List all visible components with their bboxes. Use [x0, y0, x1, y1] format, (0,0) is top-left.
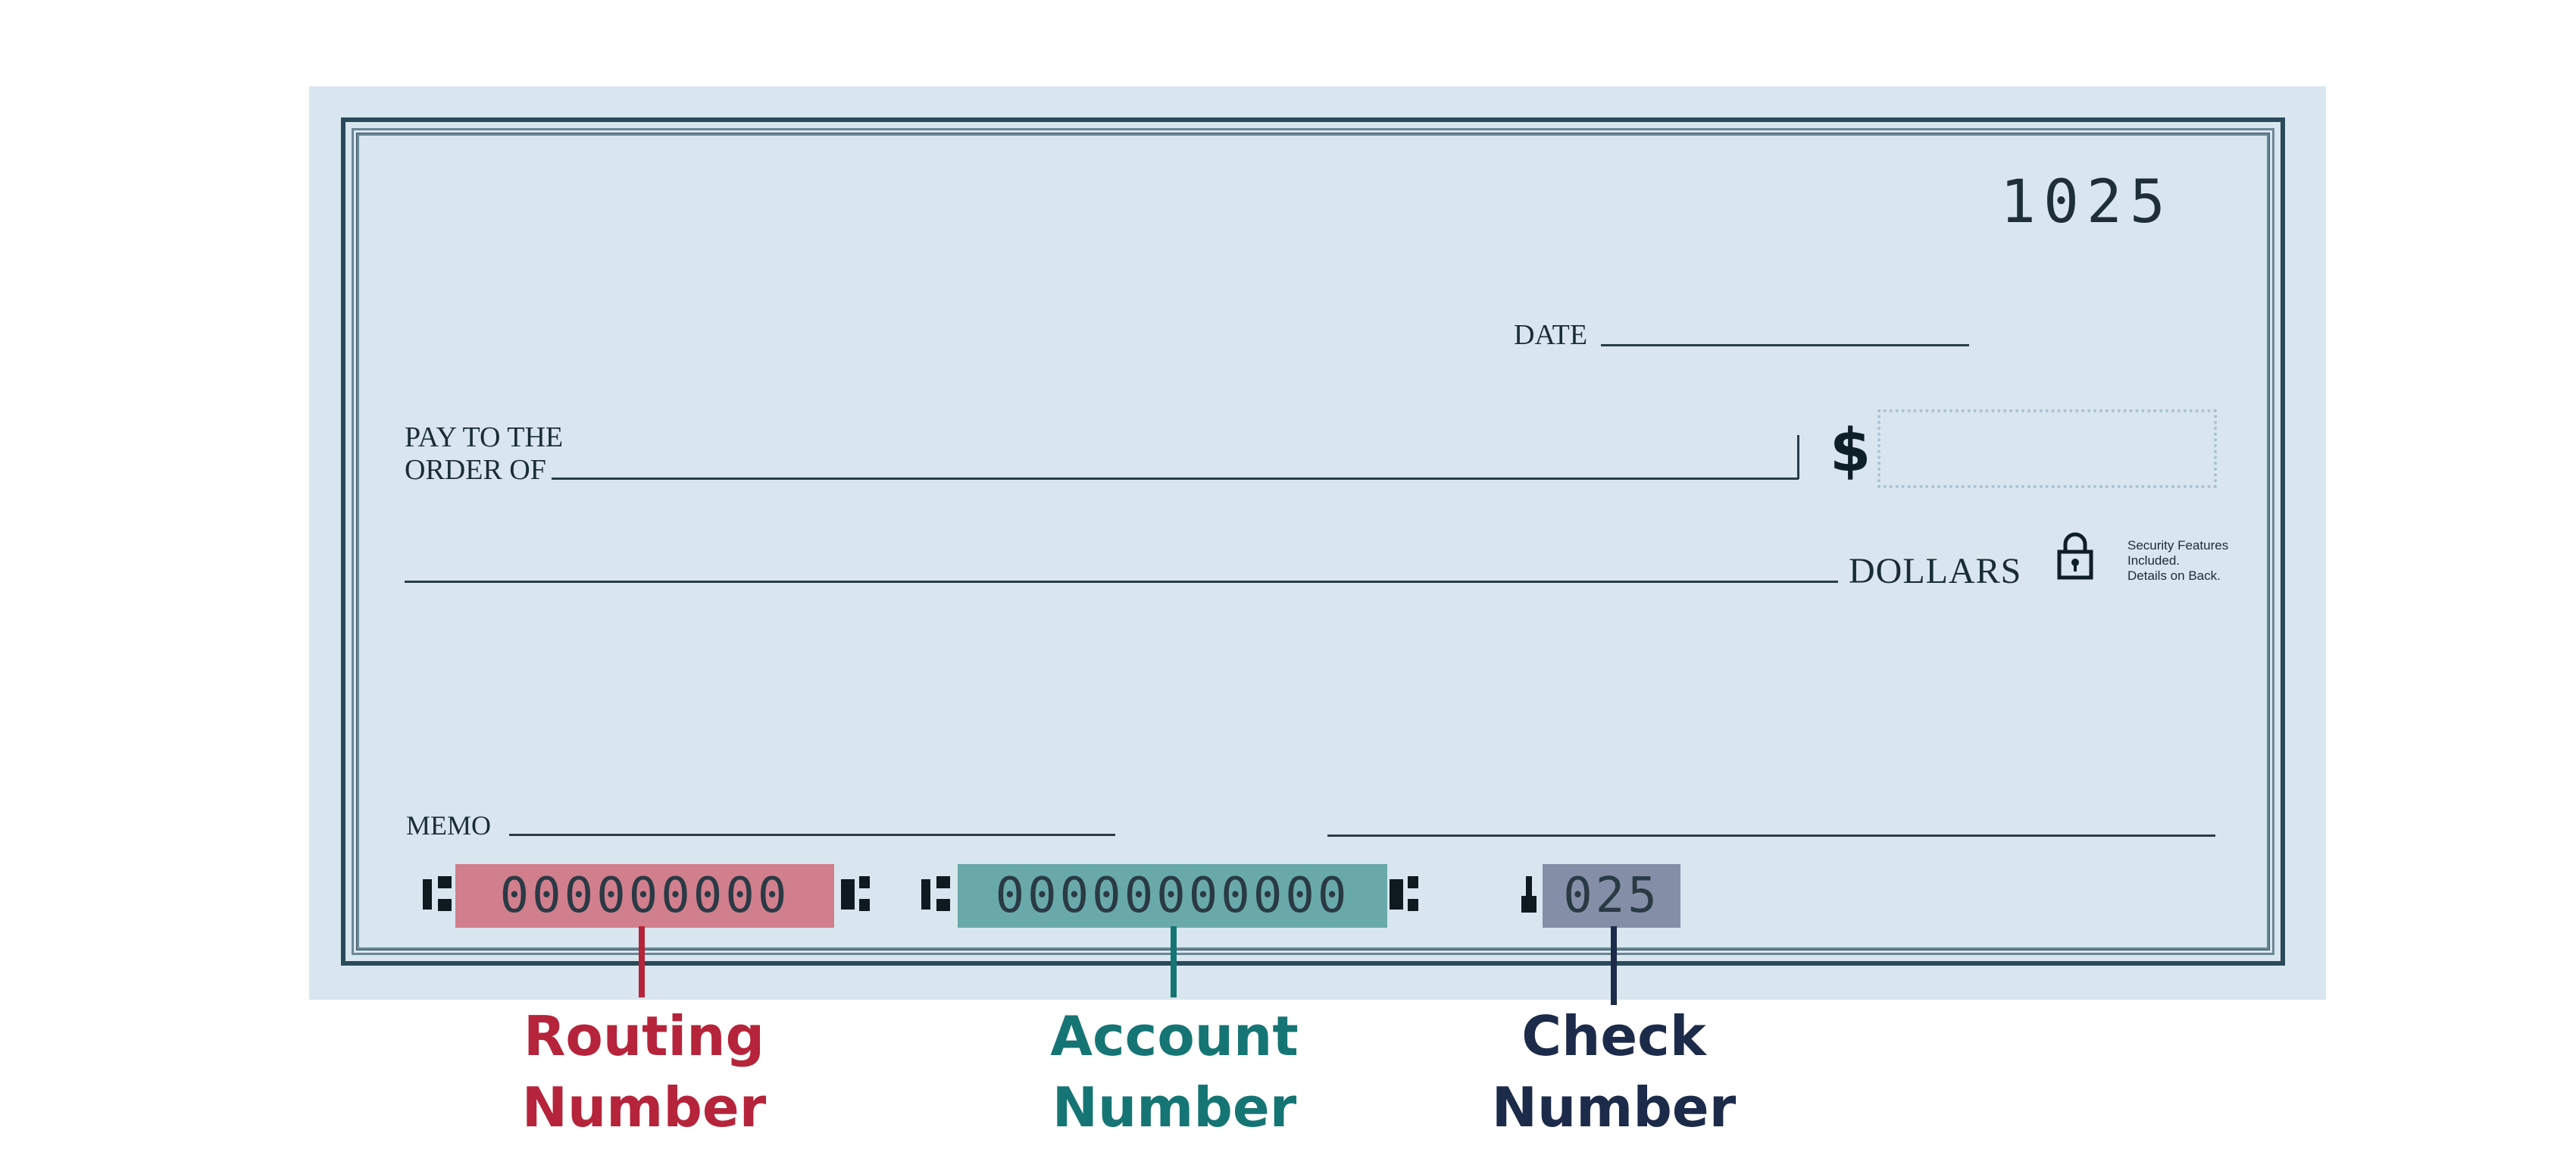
pay-to-line-2: ORDER OF	[405, 454, 546, 486]
check-number-highlight: 025	[1543, 864, 1680, 928]
check-number-callout: Check Number	[1440, 1000, 1788, 1143]
account-pointer	[1171, 926, 1177, 997]
security-features-text: Security Features Included. Details on B…	[2127, 538, 2271, 584]
routing-pointer	[639, 926, 645, 997]
on-us-symbol-left	[921, 876, 950, 911]
date-label: DATE	[1514, 319, 1588, 351]
account-callout-line-1: Account	[1050, 1004, 1299, 1068]
on-us-symbol-right	[1390, 876, 1418, 911]
routing-number-callout: Routing Number	[470, 1000, 818, 1143]
memo-label: MEMO	[406, 810, 492, 841]
signature-line	[1327, 835, 2215, 837]
routing-callout-line-2: Number	[521, 1076, 767, 1139]
account-number-callout: Account Number	[1000, 1000, 1349, 1143]
check-number-prefix-symbol	[1521, 876, 1537, 913]
date-line	[1601, 344, 1969, 346]
check-number: 1025	[2000, 168, 2173, 236]
check-callout-line-1: Check	[1521, 1004, 1706, 1068]
check-border	[341, 117, 2285, 966]
account-callout-line-2: Number	[1052, 1076, 1297, 1139]
routing-callout-line-1: Routing	[523, 1004, 765, 1068]
payee-line	[552, 478, 1799, 480]
dollars-label: DOLLARS	[1849, 551, 2022, 591]
pay-to-label: PAY TO THE ORDER OF	[405, 421, 563, 487]
account-number-highlight: 00000000000	[958, 864, 1387, 928]
transit-symbol-left	[423, 876, 452, 911]
amount-box	[1877, 409, 2217, 488]
security-line-3: Details on Back.	[2127, 568, 2221, 583]
routing-number-highlight: 000000000	[455, 864, 834, 928]
security-line-2: Included.	[2127, 553, 2180, 568]
payee-line-end	[1797, 435, 1799, 479]
dollar-sign: $	[1830, 417, 1871, 485]
lock-icon	[2057, 532, 2093, 580]
memo-line	[509, 834, 1115, 836]
check-pointer	[1611, 926, 1617, 1005]
amount-words-line	[405, 581, 1838, 583]
transit-symbol-right	[841, 876, 870, 911]
check-background	[309, 86, 2326, 1000]
pay-to-line-1: PAY TO THE	[405, 421, 564, 453]
security-line-1: Security Features	[2127, 538, 2229, 553]
check-callout-line-2: Number	[1491, 1076, 1737, 1139]
